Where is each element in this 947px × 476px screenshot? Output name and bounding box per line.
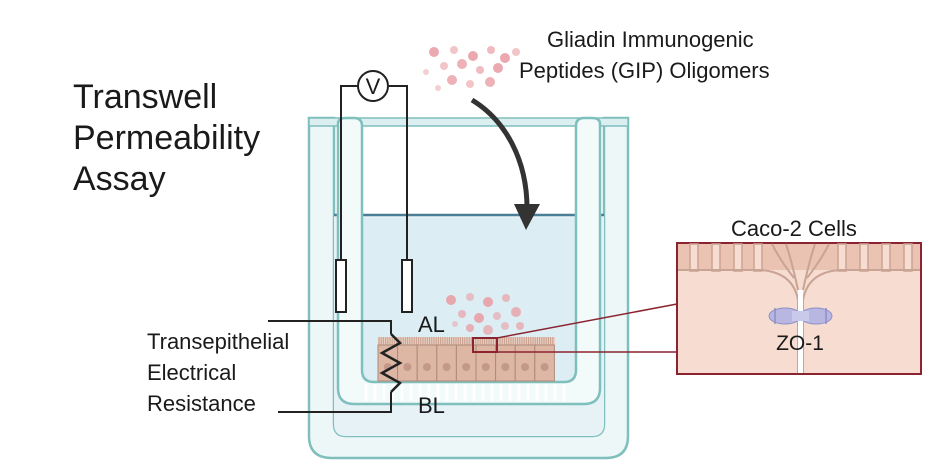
- monolayer-zoom-box: [472, 337, 498, 353]
- voltmeter-symbol: V: [366, 74, 381, 99]
- teer-lower-lead: [278, 392, 392, 413]
- zo1-bridge: [792, 311, 809, 321]
- zo1-protein-icon: [768, 307, 833, 325]
- peptide-particle: [423, 69, 429, 75]
- peptide-particle: [485, 77, 495, 87]
- inset-junction-right-2: [806, 243, 830, 279]
- teer-label-line-3: Resistance: [147, 391, 256, 416]
- inset-microvillus: [711, 243, 721, 272]
- peptide-particle: [474, 313, 484, 323]
- inset-microvillus: [837, 243, 847, 272]
- peptide-particle: [429, 47, 439, 57]
- diagram-title: Transwell Permeability Assay: [73, 78, 270, 198]
- paracellular-gap: [798, 290, 803, 373]
- peptide-particle: [452, 321, 458, 327]
- inset-microvillus: [689, 243, 699, 272]
- arrow-head-icon: [514, 204, 540, 230]
- peptide-particle: [476, 66, 484, 74]
- peptide-particle: [447, 75, 457, 85]
- peptide-particle: [493, 63, 503, 73]
- peptide-particle: [440, 62, 448, 70]
- inset-microvillus: [733, 243, 743, 272]
- peptide-particle: [511, 307, 521, 317]
- membrane-pores: [364, 384, 566, 401]
- zoom-connector-top: [496, 303, 678, 339]
- peptide-particle: [466, 80, 474, 88]
- cell-row: [377, 344, 555, 382]
- peptide-particle: [512, 48, 520, 56]
- apical-label: AL: [418, 312, 445, 337]
- peptide-particle: [483, 325, 493, 335]
- peptide-cluster-apical: [446, 293, 524, 335]
- cell-nucleus: [540, 363, 549, 371]
- peptide-particle: [500, 53, 510, 63]
- left-cell-apical-border: [678, 269, 799, 373]
- inset-microvilli: [689, 243, 913, 291]
- peptide-particle: [450, 46, 458, 54]
- insert-wall: [336, 116, 602, 406]
- peptide-particle: [487, 46, 495, 54]
- teer-circuit: V: [268, 70, 413, 413]
- peptide-label-line-1: Gliadin Immunogenic: [547, 27, 754, 52]
- cell-nucleus: [481, 363, 490, 371]
- teer-upper-lead: [268, 320, 392, 334]
- peptide-cluster-top: [423, 46, 520, 91]
- inset-junction-left-2: [771, 243, 795, 279]
- title-line-2: Permeability: [73, 119, 260, 157]
- inset-microvillus: [859, 243, 869, 272]
- outer-well-top-edge: [308, 117, 629, 127]
- inset-microvillus: [753, 243, 763, 272]
- peptide-particle: [466, 324, 474, 332]
- cell-nucleus: [521, 363, 529, 371]
- peptide-particle: [468, 51, 478, 61]
- left-electrode-wire: [340, 85, 358, 260]
- inset-title: Caco-2 Cells: [731, 216, 857, 241]
- teer-label-line-1: Transepithelial: [147, 329, 289, 354]
- peptide-particle: [493, 312, 501, 320]
- inset-junction-left: [785, 243, 799, 291]
- peptide-particle: [516, 322, 524, 330]
- inset-microvillus: [881, 243, 891, 272]
- peptide-particle: [483, 297, 493, 307]
- resistor-zigzag-icon: [379, 333, 403, 393]
- title-line-3: Assay: [73, 160, 166, 198]
- caco2-monolayer: [377, 337, 555, 382]
- cell-nucleus: [501, 363, 510, 371]
- teer-label: Transepithelial Electrical Resistance: [147, 329, 295, 416]
- cell-nucleus: [442, 363, 451, 371]
- basolateral-label: BL: [418, 393, 445, 418]
- cell-nucleus: [403, 363, 412, 371]
- cell-nucleus: [462, 363, 471, 371]
- peptide-particle: [502, 294, 510, 302]
- peptide-flow-arrow: [470, 97, 530, 213]
- right-cell-apical-border: [802, 269, 920, 373]
- inset-junction-right: [802, 243, 816, 291]
- peptide-particle: [458, 310, 466, 318]
- zo1-label: ZO-1: [776, 332, 824, 355]
- voltmeter-icon: [357, 70, 389, 102]
- right-electrode-wire: [389, 85, 408, 260]
- teer-label-line-2: Electrical: [147, 360, 236, 385]
- inset-microvillus: [903, 243, 913, 272]
- peptide-particle: [457, 59, 467, 69]
- peptide-label: Gliadin Immunogenic Peptides (GIP) Oligo…: [519, 27, 770, 83]
- peptide-label-line-2: Peptides (GIP) Oligomers: [519, 58, 770, 83]
- title-line-1: Transwell: [73, 78, 217, 116]
- peptide-particle: [446, 295, 456, 305]
- right-electrode: [401, 259, 413, 313]
- cell-nucleus: [423, 363, 431, 371]
- peptide-particle: [435, 85, 441, 91]
- peptide-particle: [466, 293, 474, 301]
- left-electrode: [335, 259, 347, 313]
- caco2-inset: ZO-1: [676, 242, 922, 375]
- peptide-particle: [501, 322, 509, 330]
